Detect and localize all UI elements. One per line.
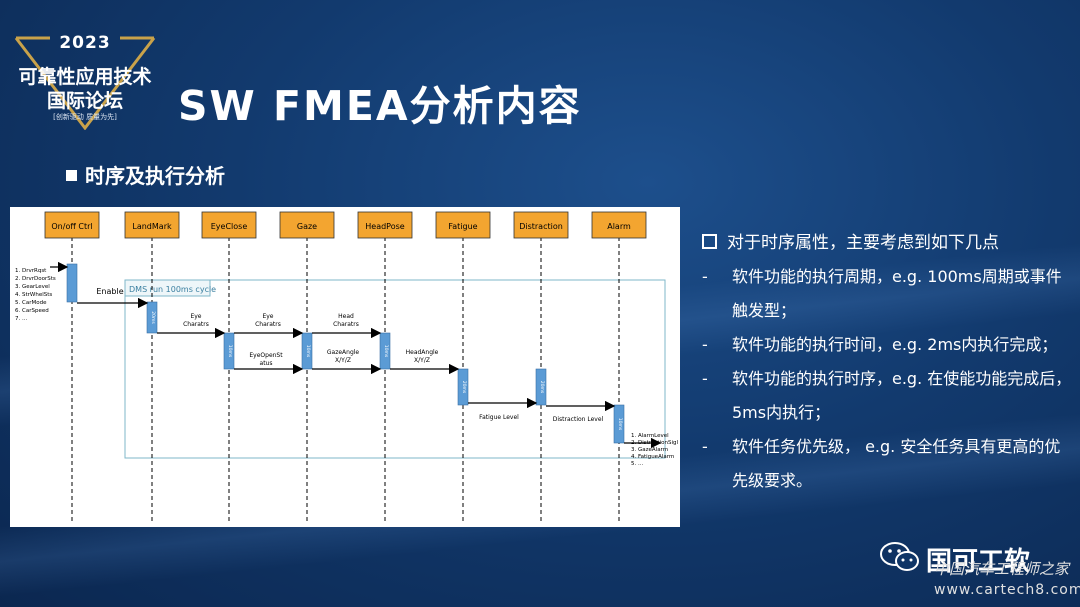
- lifeline-box: [124, 211, 180, 239]
- message-label: atus: [260, 360, 273, 367]
- input-item: 5. CarMode: [15, 300, 47, 306]
- output-item: 4. FatigueAlarm: [631, 454, 674, 460]
- lifeline-label: LandMark: [132, 222, 172, 231]
- message-label: X/Y/Z: [335, 357, 351, 364]
- bullet-square-icon: [66, 170, 77, 181]
- activation-label: 20ms: [150, 311, 156, 324]
- lifeline-label: Gaze: [297, 222, 317, 231]
- lifeline-box: [201, 211, 257, 239]
- timing-points: 对于时序属性，主要考虑到如下几点 - 软件功能的执行周期，e.g. 100ms周期…: [702, 226, 1072, 498]
- dash-bullet: -: [702, 335, 708, 354]
- message-label: Eye: [262, 313, 273, 320]
- watermark-url: www.cartech8.com: [934, 582, 1080, 598]
- lifeline-label: Fatigue: [448, 222, 477, 231]
- output-item: 2. DistractionSigl: [631, 440, 678, 446]
- logo-year: 2023: [59, 33, 111, 53]
- cycle-label-box: [124, 279, 211, 297]
- message-label: GazeAngle: [327, 349, 360, 356]
- message-label: Charatrs: [333, 321, 359, 328]
- input-item: 4. StrWhelSts: [15, 292, 52, 298]
- cycle-label: DMS run 100ms cycle: [129, 285, 216, 294]
- point-item: - 软件任务优先级， e.g. 安全任务具有更高的优先级要求。: [702, 430, 1072, 498]
- lifeline-label: Distraction: [519, 222, 563, 231]
- input-item: 2. DrvrDoorSts: [15, 276, 56, 282]
- input-item: 7. ...: [15, 316, 27, 322]
- wechat-icon: [880, 542, 919, 571]
- watermark-text: 中国汽车工程师之家: [934, 560, 1070, 578]
- input-item: 3. GearLevel: [15, 284, 50, 290]
- input-item: 1. DrvrRqst: [15, 268, 47, 274]
- activation-bar: [613, 404, 625, 444]
- forum-logo: 2023 可靠性应用技术 国际论坛 [创新驱动 质量为先]: [10, 30, 160, 130]
- activation-label: 10ms: [305, 345, 311, 358]
- point-text: 软件功能的执行时间，e.g. 2ms内执行完成；: [732, 335, 1058, 354]
- activation-bar: [223, 332, 235, 370]
- lifeline-label: On/off Ctrl: [51, 222, 92, 231]
- activation-label: 10ms: [383, 345, 389, 358]
- enable-label: Enable: [96, 287, 123, 296]
- lifeline-label: HeadPose: [365, 222, 405, 231]
- point-text: 软件任务优先级， e.g. 安全任务具有更高的优先级要求。: [732, 437, 1061, 490]
- input-item: 6. CarSpeed: [15, 308, 49, 314]
- slide-subtitle: 时序及执行分析: [66, 160, 225, 189]
- activation-label: 10ms: [617, 418, 623, 431]
- message-label: X/Y/Z: [414, 357, 430, 364]
- logo-line-3: [创新驱动 质量为先]: [53, 113, 117, 121]
- activation-label: 20ms: [461, 381, 467, 394]
- points-heading-text: 对于时序属性，主要考虑到如下几点: [727, 233, 999, 253]
- message-label: HeadAngle: [406, 349, 439, 356]
- cycle-frame: [124, 279, 666, 459]
- activation-bar: [66, 263, 78, 303]
- activation-bar: [379, 332, 391, 370]
- message-label: Eye: [190, 313, 201, 320]
- lifeline-box: [279, 211, 335, 239]
- point-text: 软件功能的执行周期，e.g. 100ms周期或事件触发型；: [732, 267, 1062, 320]
- lifeline-label: EyeClose: [211, 222, 248, 231]
- activation-bar: [146, 301, 158, 334]
- points-heading: 对于时序属性，主要考虑到如下几点: [702, 226, 1072, 260]
- brand-name: 国可工软: [926, 547, 1031, 577]
- dash-bullet: -: [702, 369, 708, 388]
- lifeline-box: [591, 211, 647, 239]
- checkbox-square-icon: [702, 234, 717, 249]
- message-label: Head: [338, 313, 354, 320]
- dash-bullet: -: [702, 267, 708, 286]
- logo-line-2: 国际论坛: [46, 90, 123, 112]
- activation-label: 20ms: [539, 381, 545, 394]
- lifeline-box: [435, 211, 491, 239]
- subtitle-text: 时序及执行分析: [85, 164, 225, 188]
- activation-bar: [457, 368, 469, 406]
- output-item: 5. ...: [631, 461, 643, 467]
- message-label: Distraction Level: [553, 416, 604, 423]
- activation-bar: [301, 332, 313, 370]
- logo-triangle-icon: [14, 36, 156, 130]
- output-item: 3. GazeAlarm: [631, 447, 668, 453]
- message-label: Charatrs: [255, 321, 281, 328]
- lifeline-box: [513, 211, 569, 239]
- logo-line-1: 可靠性应用技术: [18, 66, 152, 88]
- slide-title: SW FMEA分析内容: [178, 82, 582, 130]
- point-item: - 软件功能的执行时序，e.g. 在使能功能完成后，5ms内执行；: [702, 362, 1072, 430]
- lifeline-box: [44, 211, 100, 239]
- dash-bullet: -: [702, 437, 708, 456]
- output-item: 1. AlarmLevel: [631, 433, 669, 439]
- lifeline-label: Alarm: [607, 222, 631, 231]
- lifeline-box: [357, 211, 413, 239]
- point-text: 软件功能的执行时序，e.g. 在使能功能完成后，5ms内执行；: [732, 369, 1072, 422]
- activation-bar: [535, 368, 547, 406]
- message-label: EyeOpenSt: [249, 352, 283, 359]
- message-label: Fatigue Level: [479, 414, 519, 421]
- message-label: Charatrs: [183, 321, 209, 328]
- activation-label: 10ms: [227, 345, 233, 358]
- point-item: - 软件功能的执行周期，e.g. 100ms周期或事件触发型；: [702, 260, 1072, 328]
- point-item: - 软件功能的执行时间，e.g. 2ms内执行完成；: [702, 328, 1072, 362]
